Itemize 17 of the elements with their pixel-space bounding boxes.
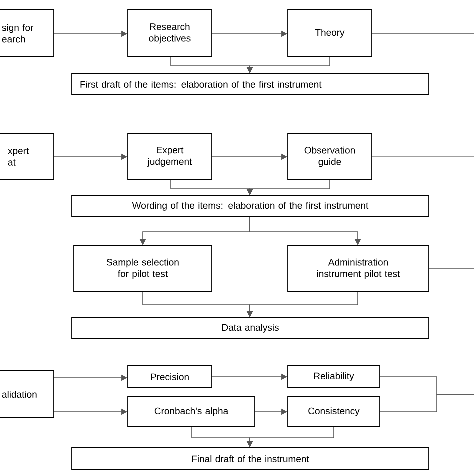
process-box: Theory — [288, 10, 372, 58]
process-box: sign for earch — [0, 10, 54, 58]
process-box: Sample selection for pilot test — [74, 246, 212, 292]
step-bar: Wording of the items: elaboration of the first instrument — [72, 196, 430, 218]
process-box: Consistency — [288, 396, 380, 428]
process-box: xpert at — [0, 134, 54, 180]
step-bar: Data analysis — [72, 318, 430, 340]
process-box: Research objectives — [128, 10, 212, 58]
process-box: Observation guide — [288, 134, 372, 180]
process-box: alidation — [0, 370, 54, 418]
process-box: Expert judgement — [128, 134, 212, 180]
step-bar: First draft of the items: elaboration of the first instrument — [72, 74, 430, 96]
process-box: Cronbach's alpha — [128, 396, 256, 428]
process-box: Precision — [128, 366, 212, 388]
process-box: Reliability — [288, 366, 380, 388]
step-bar: Final draft of the instrument — [72, 448, 430, 470]
process-box: Administration instrument pilot test — [288, 246, 430, 292]
